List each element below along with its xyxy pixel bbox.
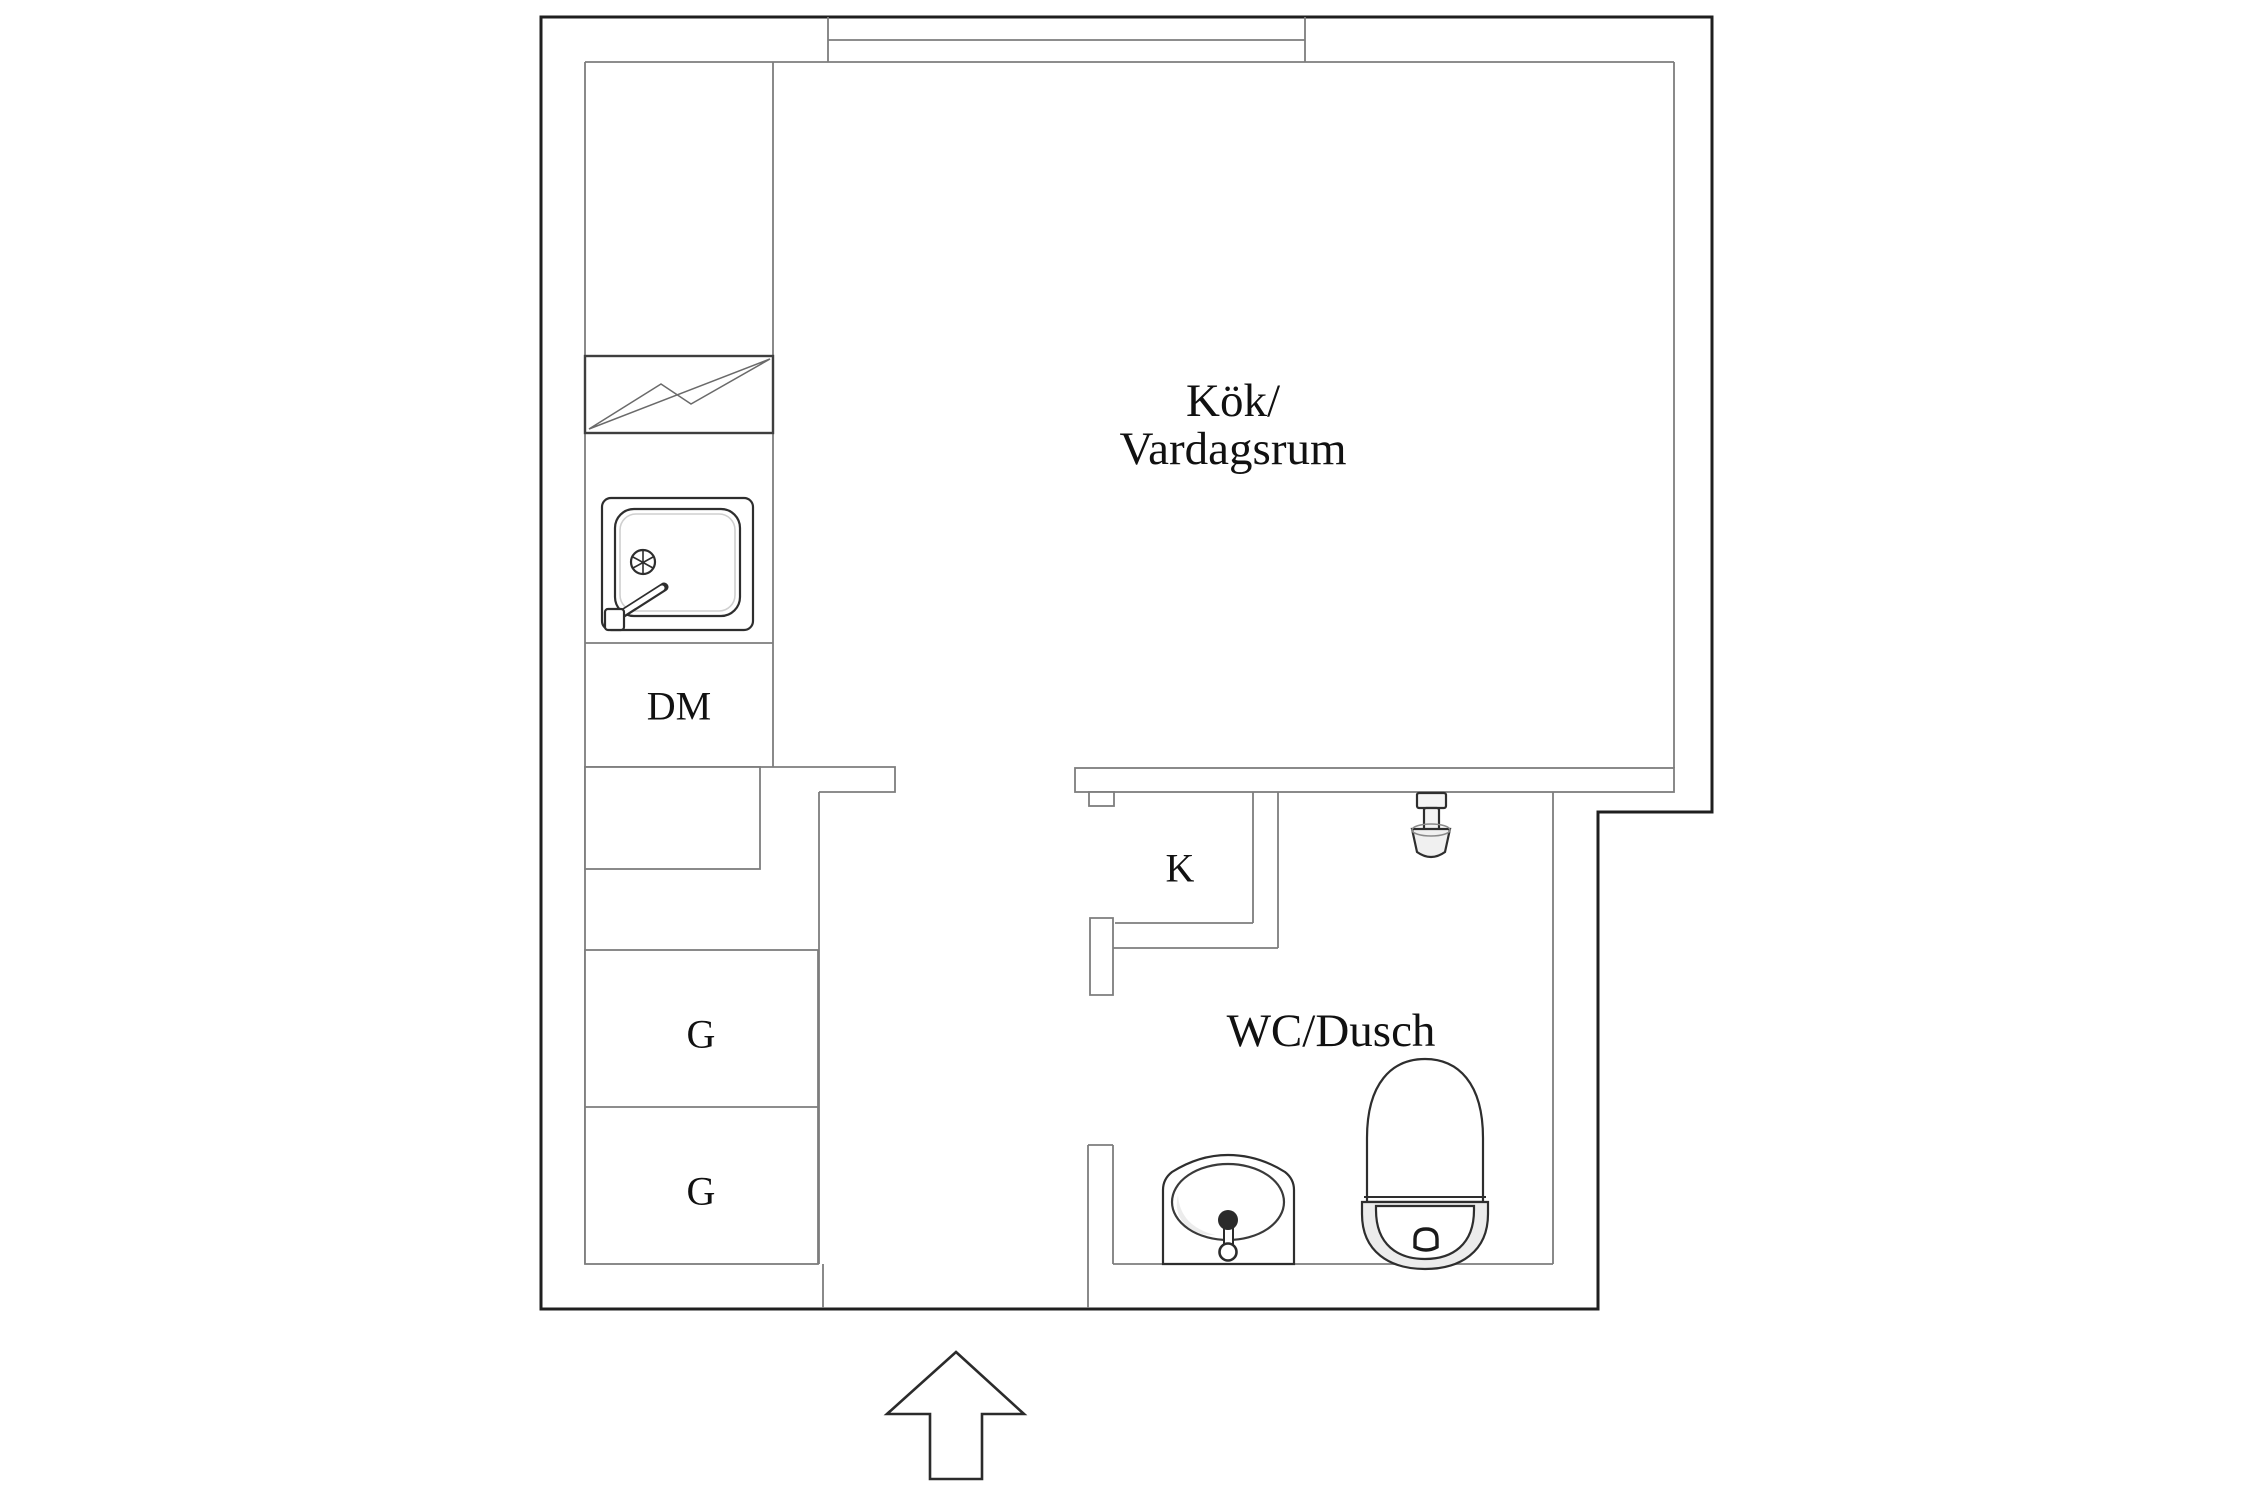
livingroom-bottom-wall [1074, 767, 1675, 807]
toilet-icon [1360, 1057, 1490, 1271]
k-closet-label: K [1166, 846, 1195, 891]
window-icon [827, 17, 1306, 62]
washbasin-icon [1161, 1153, 1296, 1266]
wardrobe-lower-label: G [687, 1169, 716, 1214]
k-closet [1115, 792, 1254, 924]
dishwasher-label: DM [647, 684, 711, 729]
shower-head-icon [1410, 791, 1452, 859]
wc-shower-label: WC/Dusch [1227, 1005, 1436, 1057]
wardrobe-upper-label: G [687, 1012, 716, 1057]
fridge-box [584, 766, 761, 870]
entrance-arrow-icon [883, 1350, 1028, 1481]
kitchen-living-label-line2: Vardagsrum [1119, 423, 1346, 475]
kitchen-sink-icon [600, 496, 755, 632]
outer-wall [539, 15, 1714, 1311]
wardrobe-boxes [584, 949, 819, 1265]
kitchen-living-label-line1: Kök/ [1186, 375, 1281, 427]
stove-icon [583, 354, 775, 435]
